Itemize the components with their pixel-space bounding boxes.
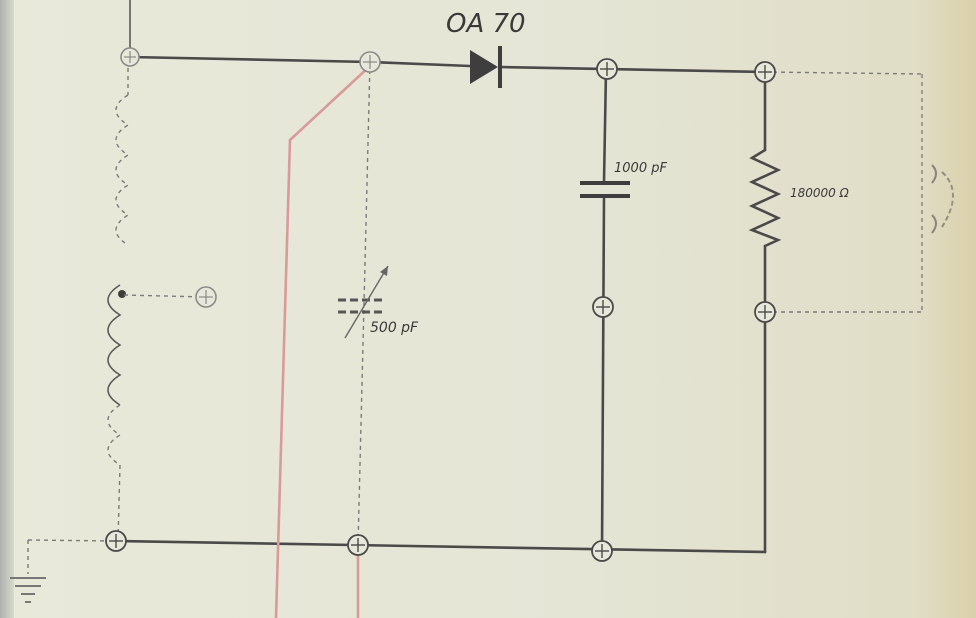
resistor-label: 180000 Ω — [790, 186, 850, 200]
terminal-mid-resistor — [754, 301, 776, 323]
bottom-wire — [114, 539, 767, 554]
terminal-bottom-left — [105, 530, 127, 552]
variable-capacitor-label: 500 pF — [370, 320, 419, 336]
terminal-bottom-cap — [591, 540, 613, 562]
fixed-capacitor-label: 1000 pF — [614, 161, 667, 176]
terminal-bottom-varcap — [347, 534, 369, 556]
ground-lead — [27, 539, 117, 542]
coil-tap-dot — [118, 290, 126, 298]
coil-inductor — [107, 60, 130, 541]
fixed-capacitor-symbol — [580, 181, 630, 198]
variable-capacitor-symbol — [338, 265, 389, 339]
top-wire-left — [128, 55, 372, 64]
top-dashed-lead — [764, 71, 923, 75]
diode-label: OA 70 — [446, 9, 526, 39]
terminal-top-cap — [596, 58, 618, 80]
diode-symbol — [470, 46, 502, 88]
headphone-icon — [931, 164, 954, 234]
red-wire-left — [274, 65, 371, 618]
terminal-mid-cap — [592, 296, 614, 318]
resistor-symbol — [748, 148, 782, 248]
terminal-top-left — [120, 47, 140, 67]
top-wire-right — [498, 65, 767, 74]
ground-icon — [10, 540, 46, 603]
tap-dashed-lead — [123, 294, 206, 298]
terminal-top-resistor — [754, 61, 776, 83]
fixed-cap-wire-top — [602, 68, 608, 184]
terminal-top-varcap — [359, 51, 381, 73]
terminal-coil-tap — [195, 286, 217, 308]
top-wire-to-diode — [368, 60, 472, 68]
variable-cap-branch — [357, 61, 371, 546]
fixed-cap-wire-bottom — [600, 195, 606, 554]
